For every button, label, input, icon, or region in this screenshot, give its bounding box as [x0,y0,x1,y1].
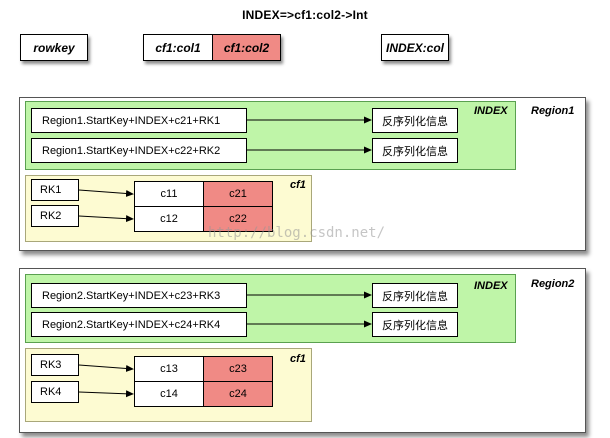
legend-cf1-col2-label: cf1:col2 [223,40,270,55]
rowkey-text: RK3 [40,359,62,371]
region-2-rowkey-1: RK3 [31,354,79,376]
region-1-cf1-row-2: c12 c22 [134,206,273,232]
cf1-col1-cell: c14 [135,382,204,406]
legend-cf1-columns: cf1:col1 cf1:col2 [143,34,281,61]
index-info-text: 反序列化信息 [382,290,448,303]
region-2-index-key-2: Region2.StartKey+INDEX+c24+RK4 [31,312,247,337]
diagram-title: INDEX=>cf1:col2->Int [242,8,368,22]
region-2-cf1-label: cf1 [290,353,306,365]
index-info-text: 反序列化信息 [382,145,448,158]
region-1-rowkey-1: RK1 [31,179,79,201]
region-1-index-label: INDEX [474,105,508,117]
index-key-text: Region1.StartKey+INDEX+c21+RK1 [42,114,221,127]
region-1-index-info-2: 反序列化信息 [372,138,458,163]
cf1-col2-cell: c23 [204,357,272,381]
region-2-cf1-row-2: c14 c24 [134,381,273,407]
legend-index-col: INDEX:col [381,34,449,61]
arrow-region-2-rk-2 [78,390,134,398]
region-1-cf1-label: cf1 [290,179,306,191]
legend-cf1-col1-label: cf1:col1 [155,40,201,55]
region-2-index-key-1: Region2.StartKey+INDEX+c23+RK3 [31,283,247,308]
cf1-col1-cell: c11 [135,182,204,206]
index-key-text: Region2.StartKey+INDEX+c24+RK4 [42,318,221,331]
legend-cf1-col1: cf1:col1 [144,35,213,60]
cf1-col2-cell: c21 [204,182,272,206]
region-2-index-info-2: 反序列化信息 [372,312,458,337]
legend-rowkey-label: rowkey [33,40,75,55]
region-2-index-label: INDEX [474,280,508,292]
cf1-col1-cell: c13 [135,357,204,381]
index-info-text: 反序列化信息 [382,319,448,332]
region-2-cf1-row-1: c13 c23 [134,356,273,382]
cf1-col2-cell: c24 [204,382,272,406]
watermark: http://blog.csdn.net/ [208,225,386,241]
rowkey-text: RK2 [40,210,62,222]
arrow-region-2-rk-1 [78,364,134,372]
rowkey-text: RK1 [40,184,62,196]
cf1-col1-cell: c12 [135,207,204,231]
index-key-text: Region1.StartKey+INDEX+c22+RK2 [42,144,221,157]
rowkey-text: RK4 [40,386,62,398]
index-key-text: Region2.StartKey+INDEX+c23+RK3 [42,289,221,302]
region-2-label: Region2 [531,278,575,290]
arrow-region-1-rk-2 [78,215,134,223]
legend-rowkey: rowkey [20,34,88,61]
region-2-rowkey-2: RK4 [31,381,79,403]
arrow-region-1-rk-1 [78,189,134,197]
region-1-rowkey-2: RK2 [31,205,79,227]
region-1-index-info-1: 反序列化信息 [372,108,458,133]
region-1-label: Region1 [531,105,575,117]
legend-cf1-col2: cf1:col2 [213,35,280,60]
region-1-index-key-2: Region1.StartKey+INDEX+c22+RK2 [31,138,247,163]
legend-index-col-label: INDEX:col [385,40,444,55]
region-2-index-info-1: 反序列化信息 [372,283,458,308]
cf1-col2-cell: c22 [204,207,272,231]
region-1-index-key-1: Region1.StartKey+INDEX+c21+RK1 [31,108,247,133]
index-info-text: 反序列化信息 [382,115,448,128]
